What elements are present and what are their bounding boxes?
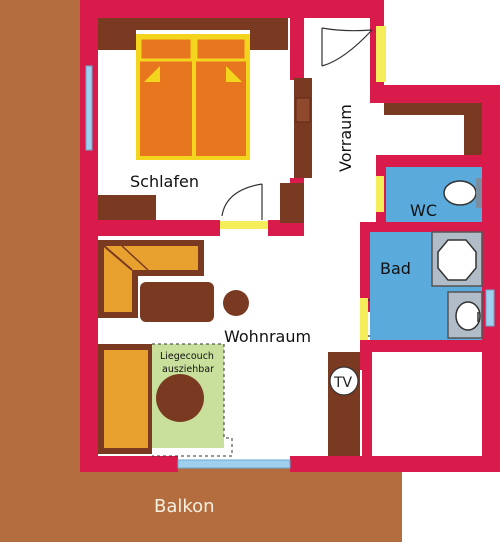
windows (85, 65, 495, 469)
tv-cabinet (328, 352, 360, 456)
openings (220, 26, 386, 340)
sofa-bed-area (152, 343, 233, 457)
corner-sofa (98, 240, 204, 318)
vorraum-furniture (384, 103, 482, 155)
bedroom-furniture (98, 18, 312, 223)
left-sofa (98, 344, 152, 454)
bathroom (370, 231, 483, 340)
room-label-bad: Bad (380, 259, 411, 278)
sofa-bed-label-line2: ausziehbar (162, 364, 214, 375)
room-label-wc: WC (410, 201, 437, 220)
room-label-schlafen: Schlafen (130, 172, 199, 191)
room-label-wohnraum: Wohnraum (224, 327, 311, 346)
balcony-area (0, 0, 402, 542)
living-tables (140, 282, 249, 322)
room-label-vorraum: Vorraum (336, 104, 355, 172)
double-bed (136, 34, 250, 160)
wc-room (386, 167, 482, 222)
sofa-bed-label-line1: Liegecouch (160, 351, 214, 362)
tv-label: TV (333, 375, 353, 391)
balcony-label: Balkon (154, 496, 215, 517)
